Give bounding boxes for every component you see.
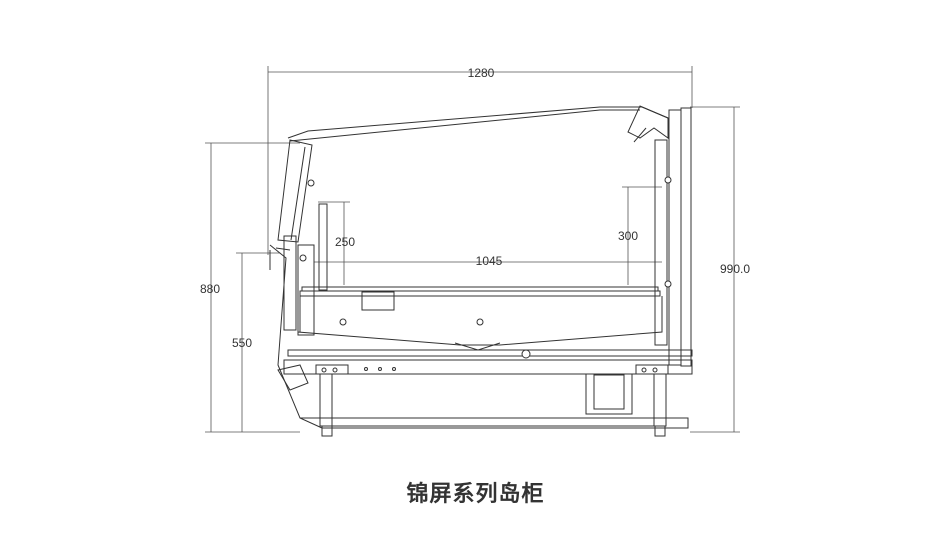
dim-front-wall: 250 (335, 235, 355, 249)
cabinet-outline (269, 105, 693, 437)
fasteners (299, 176, 672, 373)
diagram-caption: 锦屏系列岛柜 (406, 482, 545, 507)
dim-inner-width: 1045 (476, 254, 503, 268)
dimension-lines (205, 66, 740, 433)
dim-back-wall: 300 (618, 229, 638, 243)
dim-left-height: 880 (200, 282, 220, 296)
dim-total-width: 1280 (468, 66, 495, 80)
dim-shelf-front: 550 (232, 336, 252, 350)
dim-right-height: 990.0 (720, 262, 750, 276)
